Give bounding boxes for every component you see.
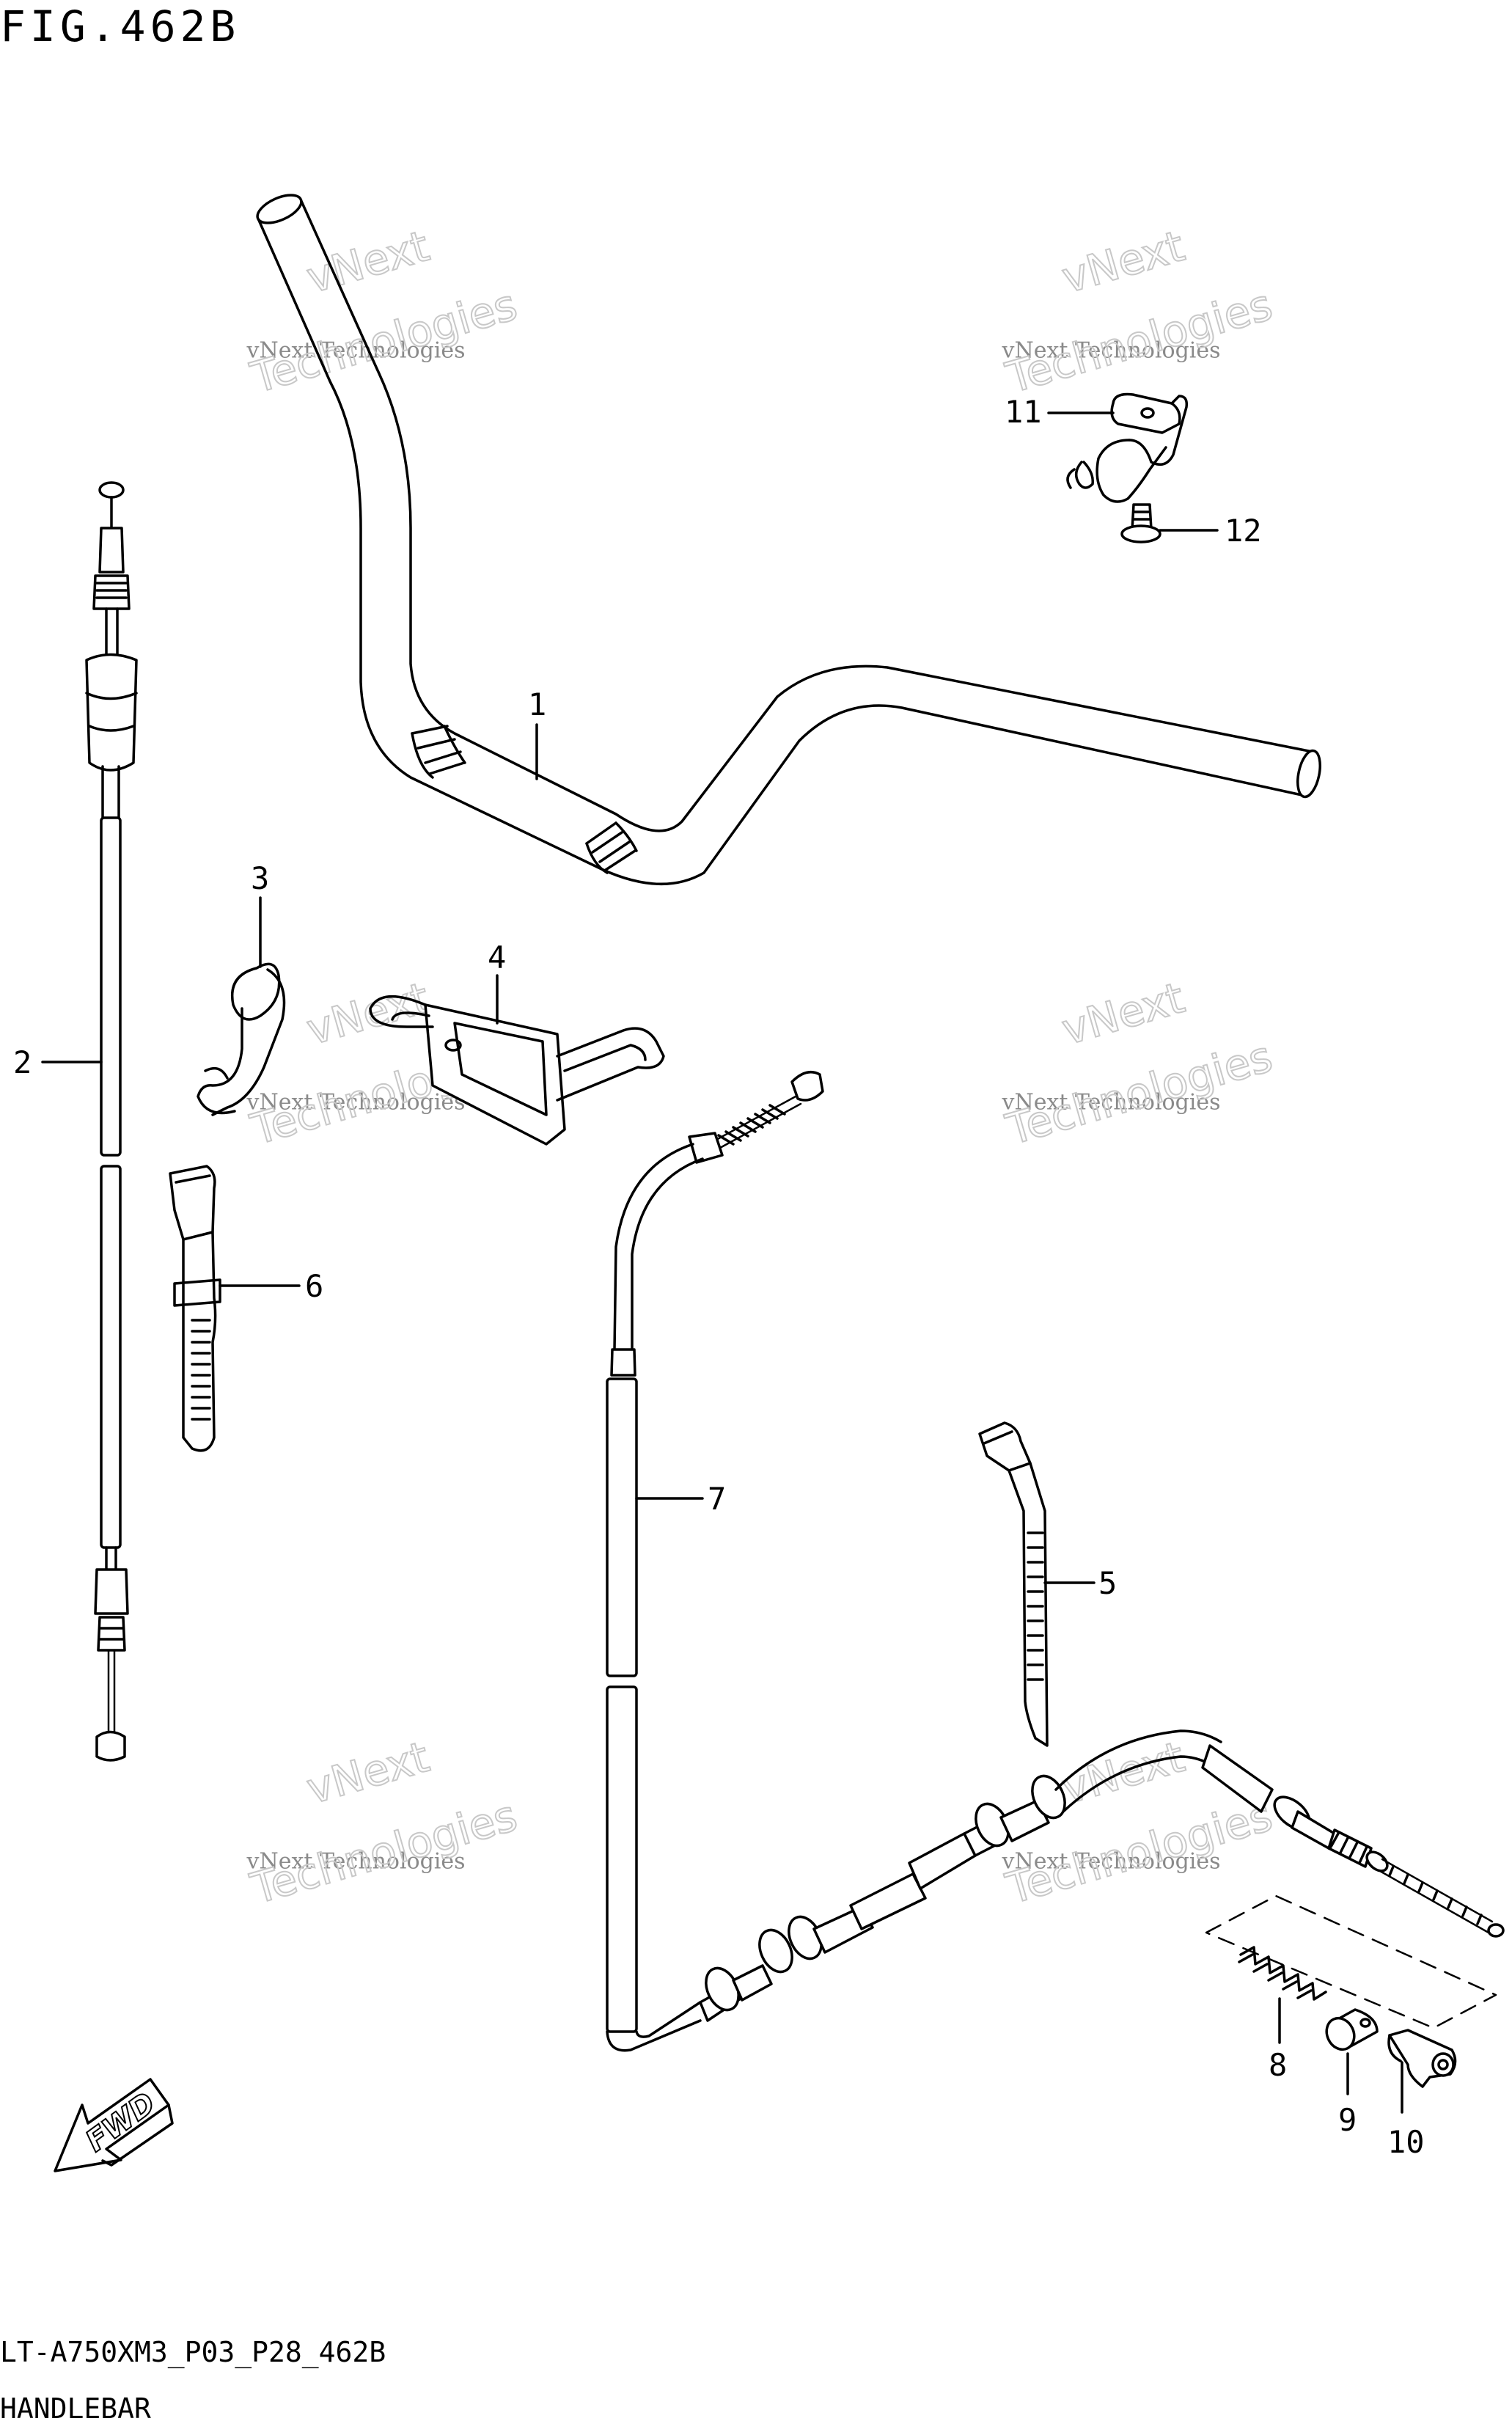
svg-text:vNext Technologies: vNext Technologies	[1002, 1849, 1221, 1875]
svg-text:vNext: vNext	[1057, 221, 1190, 303]
callout-12: 12	[1225, 513, 1262, 549]
part-8-spring[interactable]: 8	[1238, 1946, 1327, 2083]
part-1-handlebar[interactable]	[254, 189, 1324, 886]
callout-5: 5	[1098, 1565, 1117, 1601]
part-6-cable-tie[interactable]: 6	[169, 1165, 323, 1452]
callout-10: 10	[1387, 2124, 1425, 2160]
callout-7: 7	[708, 1481, 726, 1517]
svg-text:vNext Technologies: vNext Technologies	[1002, 1090, 1221, 1116]
part-4-bracket[interactable]: 4	[369, 940, 665, 1146]
fwd-label: FWD	[80, 2086, 162, 2158]
svg-text:vNext Technologies: vNext Technologies	[1002, 338, 1221, 364]
svg-text:vNext Technologies: vNext Technologies	[246, 1090, 466, 1116]
handlebar-knurl-right	[585, 821, 638, 874]
watermark-mid-right: vNext vNext Technologies Technologies	[999, 972, 1278, 1155]
callout-2: 2	[13, 1044, 32, 1080]
callout-1-group: 1	[528, 686, 546, 780]
inset-parts-box	[1205, 1894, 1497, 2029]
callout-1: 1	[528, 686, 546, 722]
svg-text:vNext: vNext	[301, 1732, 435, 1814]
callout-4: 4	[488, 940, 506, 975]
watermark-top-left: vNext vNext Technologies Technologies	[244, 220, 523, 403]
callout-3: 3	[251, 860, 269, 896]
handlebar-knurl-left	[411, 725, 466, 779]
callout-9: 9	[1338, 2102, 1357, 2138]
part-5-cable-tie[interactable]: 5	[978, 1421, 1117, 1747]
watermark-caption: vNext Technologies	[246, 338, 466, 364]
callout-6: 6	[305, 1268, 323, 1304]
figure-title: FIG.462B	[0, 1, 241, 51]
part-9-collar[interactable]: 9	[1321, 2008, 1379, 2138]
part-12-screw[interactable]: 12	[1120, 503, 1262, 549]
watermark-word-vnext: vNext	[301, 221, 435, 303]
part-3-clip[interactable]: 3	[197, 860, 286, 1116]
callout-11: 11	[1005, 394, 1042, 430]
part-10-stopper[interactable]: 10	[1387, 2029, 1457, 2160]
section-name: HANDLEBAR	[0, 2392, 151, 2425]
svg-text:vNext: vNext	[1057, 973, 1190, 1055]
fwd-arrow-icon: FWD	[54, 2078, 174, 2172]
part-7-throttle-cable[interactable]: 7	[606, 1070, 1505, 2052]
part-11-hook[interactable]: 11	[1005, 392, 1189, 503]
callout-8: 8	[1269, 2047, 1287, 2083]
svg-text:vNext Technologies: vNext Technologies	[246, 1849, 466, 1875]
model-code: LT-A750XM3_P03_P28_462B	[0, 2336, 386, 2368]
watermark-top-right: vNext vNext Technologies Technologies	[999, 220, 1278, 403]
watermark-bottom-left: vNext vNext Technologies Technologies	[244, 1731, 523, 1914]
part-2-cable[interactable]: 2	[13, 481, 138, 1762]
